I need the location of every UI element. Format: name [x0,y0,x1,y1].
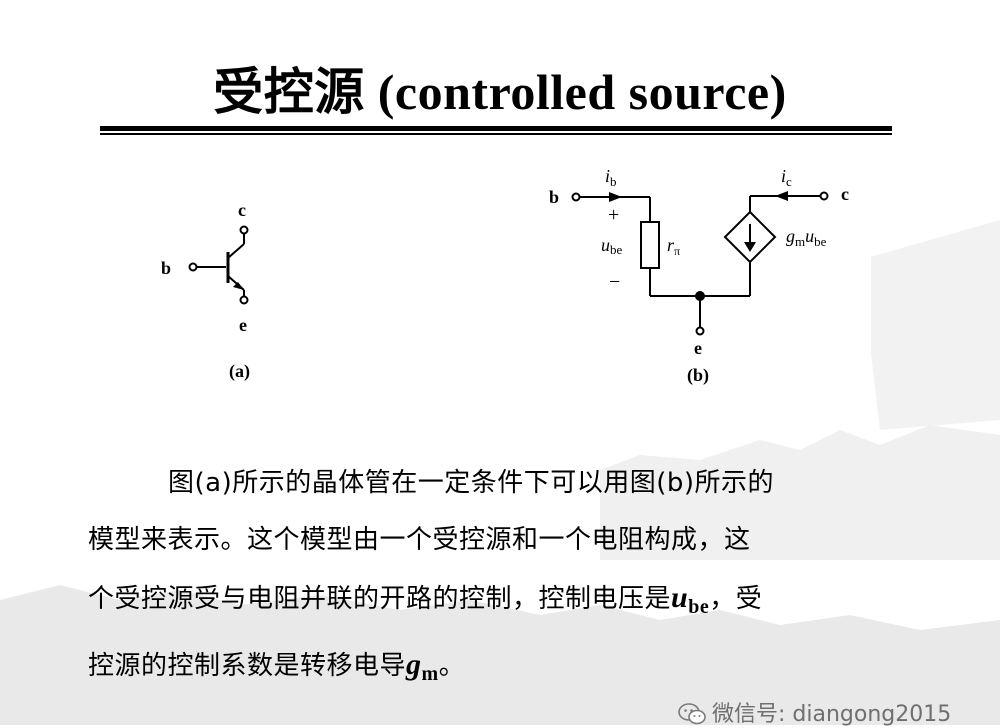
label-minus: − [609,271,620,293]
label-a-c: c [238,200,246,220]
label-a-e: e [239,315,247,335]
label-gm-ube: gmube [786,226,827,249]
ib-arrow-icon [609,192,622,202]
label-b-e: e [694,338,702,358]
circuit-diagrams: b c e (a) b c e (b) ib ic + − ube rπ [161,166,849,386]
figure-b-panel [533,150,871,390]
wechat-logo-icon [678,703,706,725]
watermark: 微信号: diangong2015 [678,696,951,728]
emitter-arrow-icon [233,282,244,290]
symbol-g: g [406,648,422,681]
paragraph-line-4-text: 控源的控制系数是转移电导 [88,651,407,681]
junction-dot [695,291,705,301]
label-b-c: c [841,184,849,204]
label-ic: ic [781,166,792,189]
symbol-u: u [671,581,689,614]
paragraph-line-3: 个受控源受与电阻并联的开路的控制，控制电压是ube，受 [88,569,918,636]
controlled-source-diamond [723,210,777,264]
label-ube: ube [601,235,623,257]
page-title: 受控源 (controlled source) [213,64,787,120]
terminal-c-a [239,225,249,235]
paragraph-line-2: 模型来表示。这个模型由一个受控源和一个电阻构成，这 [88,525,751,555]
transistor-collector-lead [227,243,245,259]
paragraph-line-1: 图(a)所示的晶体管在一定条件下可以用图(b)所示的 [168,468,775,498]
ic-arrow-icon [775,191,788,201]
watermark-text: 微信号: diangong2015 [712,702,952,727]
label-ib: ib [605,166,617,189]
caption-a: (a) [229,361,250,382]
terminal-b-b [571,192,581,202]
caption-b: (b) [687,365,709,386]
paragraph-line-3-tail: ，受 [709,584,763,614]
label-a-b: b [161,258,171,278]
terminal-e-b [695,326,705,336]
label-b-b: b [549,187,559,207]
source-arrow-icon [744,242,756,252]
terminal-e-a [239,295,249,305]
paragraph-line-4-tail: 。 [438,651,466,681]
resistor-r-pi [640,221,660,269]
figure-b [571,191,829,336]
title-divider [100,126,892,131]
symbol-u-sub: be [688,596,710,618]
symbol-g-sub: m [421,663,439,685]
terminal-b-a [188,262,198,272]
title-divider-thin [100,133,892,135]
figure-a [188,225,249,305]
label-plus: + [608,204,619,226]
paragraph-line-4: 控源的控制系数是转移电导gm。 [88,636,918,703]
explanation-paragraph: 图(a)所示的晶体管在一定条件下可以用图(b)所示的 模型来表示。这个模型由一个… [88,455,918,703]
paragraph-line-3-text: 个受控源受与电阻并联的开路的控制，控制电压是 [88,584,672,614]
terminal-c-b [819,191,829,201]
label-r-pi: rπ [667,235,680,258]
